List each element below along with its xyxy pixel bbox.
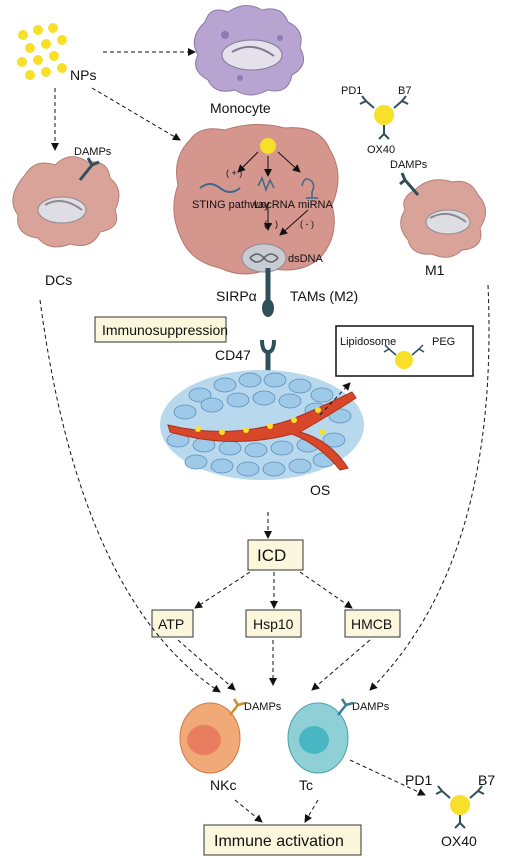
checkpoint-particle-bottom	[435, 785, 485, 829]
dendritic-cell	[12, 156, 120, 248]
hsp10-label: Hsp10	[253, 616, 294, 632]
plus-label: ( + )	[226, 168, 242, 178]
pd1-bottom-label: PD1	[405, 772, 432, 788]
immunosuppression-label: Immunosuppression	[102, 322, 228, 338]
checkpoint-particle-top	[359, 95, 409, 140]
icd-box	[247, 539, 304, 571]
tc-label: Tc	[299, 777, 313, 793]
lipidosome-label: Lipidosome	[340, 336, 396, 348]
b7-top-label: B7	[398, 85, 411, 97]
arrows	[39, 48, 490, 823]
os-label: OS	[310, 482, 330, 498]
immune-activation-box	[203, 824, 362, 856]
peg-label: PEG	[432, 336, 455, 348]
monocyte-label: Monocyte	[210, 100, 271, 116]
ox40-top-label: OX40	[367, 144, 395, 156]
dcs-label: DCs	[45, 272, 72, 288]
dsdna-label: dsDNA	[288, 253, 324, 265]
sting-label: STING pathway	[192, 199, 270, 211]
hmcb-label: HMCB	[351, 616, 392, 632]
damps-m1-label: DAMPs	[390, 159, 428, 171]
damps-nk-label: DAMPs	[244, 701, 282, 713]
atp-label: ATP	[158, 616, 184, 632]
sirpa-label: SIRPα	[216, 288, 257, 304]
pd1-top-label: PD1	[341, 85, 362, 97]
minus-label-2: ( - )	[300, 219, 314, 229]
nk-cell	[179, 698, 246, 774]
m1-macrophage	[399, 172, 486, 258]
damps-dc-label: DAMPs	[74, 146, 112, 158]
ox40-bottom-label: OX40	[441, 833, 477, 849]
tc-cell	[287, 698, 354, 774]
immunosuppression-box	[94, 316, 227, 343]
nps-label: NPs	[70, 67, 96, 83]
atp-box	[151, 609, 194, 638]
nkc-label: NKc	[210, 777, 236, 793]
tam-m2-cell	[173, 124, 339, 317]
minus-label-1: ( - )	[264, 219, 278, 229]
immune-activation-label: Immune activation	[214, 833, 344, 850]
b7-bottom-label: B7	[478, 772, 495, 788]
lipidosome-particle-icon	[383, 344, 425, 369]
nanoparticles-cluster	[17, 23, 67, 80]
lncrna-label: LncRNA	[254, 199, 296, 211]
cd47-label: CD47	[215, 347, 251, 363]
monocyte-cell	[193, 5, 305, 96]
tumor-os	[160, 370, 364, 480]
icd-label: ICD	[257, 546, 286, 565]
m1-label: M1	[425, 262, 445, 278]
hsp10-box	[245, 609, 302, 638]
tams-label: TAMs (M2)	[290, 288, 358, 304]
mirna-label: miRNA	[298, 199, 333, 211]
damps-tc-label: DAMPs	[352, 701, 390, 713]
hmcb-box	[344, 609, 401, 638]
